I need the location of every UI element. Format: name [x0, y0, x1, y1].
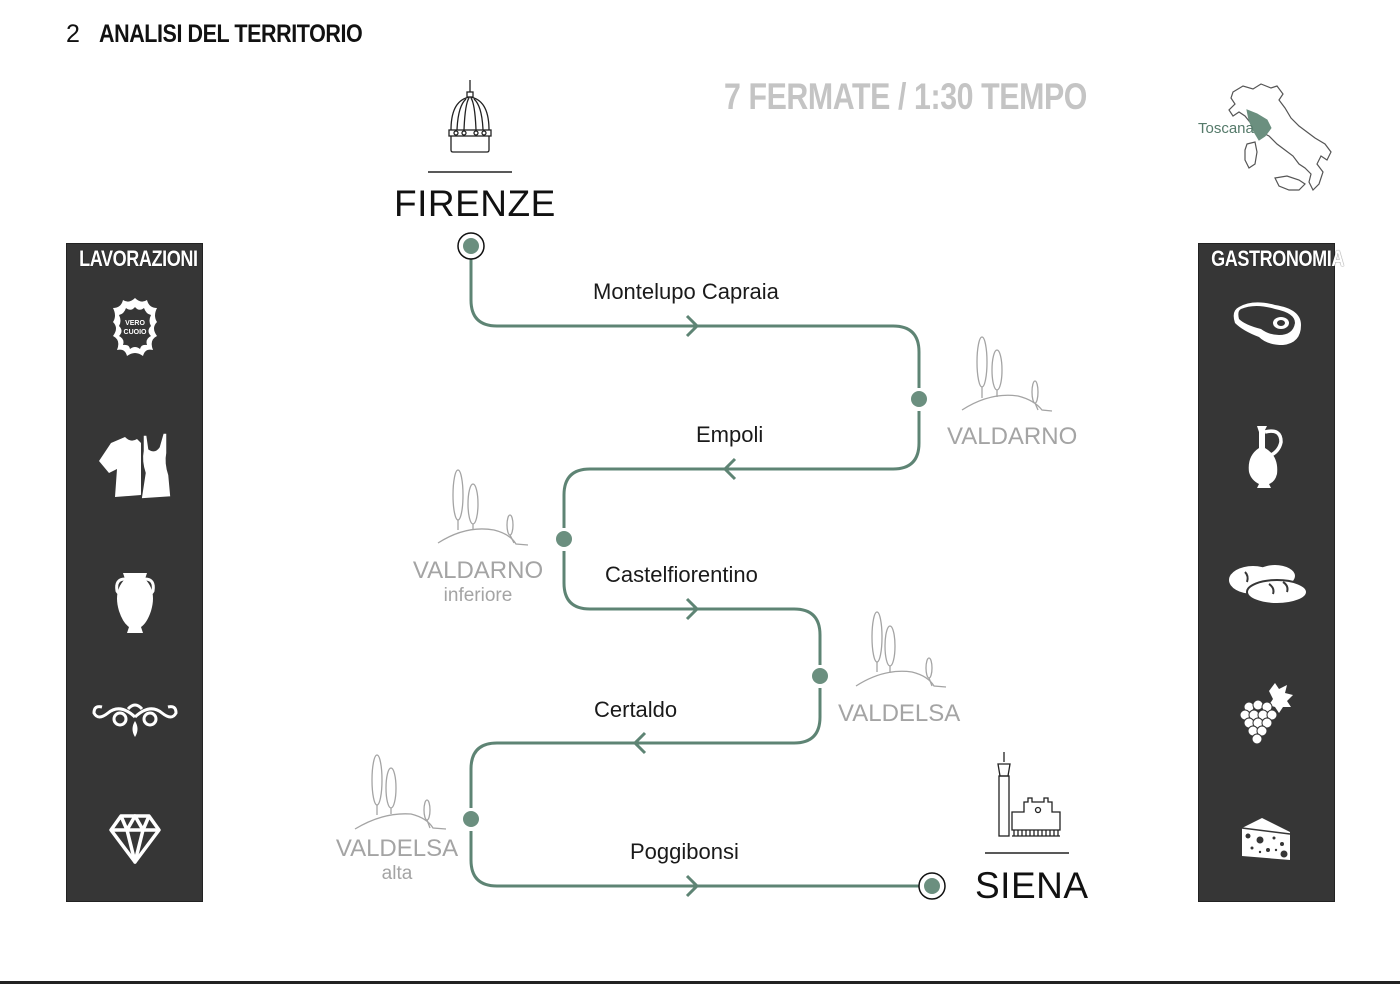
- area-sublabel: inferiore: [443, 585, 513, 606]
- segment-label: Castelfiorentino: [605, 562, 758, 587]
- end-stop-marker: [918, 872, 946, 900]
- segment-label: Empoli: [696, 422, 764, 447]
- diamond-icon: [108, 812, 161, 869]
- area-label: VALDARNO: [412, 557, 544, 584]
- area-label: VALDELSA: [838, 700, 961, 727]
- segment-label: Montelupo Capraia: [593, 279, 779, 304]
- stop-marker: [556, 531, 572, 547]
- section-number: 2: [66, 20, 80, 48]
- steak-icon: [1231, 299, 1303, 352]
- start-stop-marker: [457, 232, 485, 260]
- route-summary: 7 FERMATE / 1:30 TEMPO: [724, 76, 1087, 117]
- ornament-icon: [90, 699, 180, 744]
- segment-label: Certaldo: [594, 697, 678, 722]
- area-label-group: VALDARNO inferiore: [410, 557, 546, 607]
- section-title: ANALISI DEL TERRITORIO: [99, 20, 363, 48]
- italy-map-icon: [1228, 83, 1332, 192]
- chevron-right-icon: [685, 314, 700, 338]
- leather-icon: VERO CUOIO: [109, 294, 161, 365]
- start-city-name: FIRENZE: [394, 183, 556, 224]
- cypress-hill-icon: [961, 336, 1053, 412]
- grapes-icon: [1239, 681, 1295, 750]
- torre-del-mangia-icon: [997, 752, 1061, 837]
- cypress-hill-icon: [437, 469, 529, 546]
- chevron-left-icon: [722, 457, 737, 481]
- oil-jug-icon: [1245, 422, 1289, 497]
- gastronomia-panel: GASTRONOMIA: [1198, 243, 1344, 902]
- svg-text:VERO: VERO: [125, 320, 145, 327]
- lavorazioni-panel: LAVORAZIONI VERO CUOIO: [66, 243, 203, 902]
- duomo-icon: [448, 80, 492, 153]
- chevron-right-icon: [685, 874, 700, 898]
- area-sublabel: alta: [381, 863, 413, 884]
- cheese-icon: [1240, 816, 1294, 867]
- segment-label: Poggibonsi: [630, 839, 739, 864]
- italy-inset-map: Toscana: [1195, 80, 1340, 198]
- page-bottom-rule: [0, 981, 1400, 984]
- bread-icon: [1225, 562, 1309, 611]
- leather-icon-text: CUOIO: [123, 329, 147, 336]
- stop-marker: [463, 811, 479, 827]
- end-city-name: SIENA: [975, 865, 1089, 906]
- chevron-left-icon: [632, 731, 647, 755]
- amphora-icon: [111, 569, 159, 642]
- lavorazioni-title: LAVORAZIONI: [79, 246, 198, 271]
- cypress-hill-icon: [855, 611, 947, 688]
- area-label: VALDARNO: [947, 423, 1078, 450]
- area-label-group: VALDELSA alta: [333, 835, 461, 885]
- stop-marker: [812, 668, 828, 684]
- chevron-right-icon: [685, 597, 700, 621]
- stop-marker: [911, 391, 927, 407]
- toscana-region: [1246, 109, 1272, 141]
- toscana-label: Toscana: [1198, 120, 1254, 137]
- clothing-icon: [97, 429, 173, 506]
- area-label: VALDELSA: [335, 835, 459, 862]
- cypress-hill-icon: [354, 754, 447, 830]
